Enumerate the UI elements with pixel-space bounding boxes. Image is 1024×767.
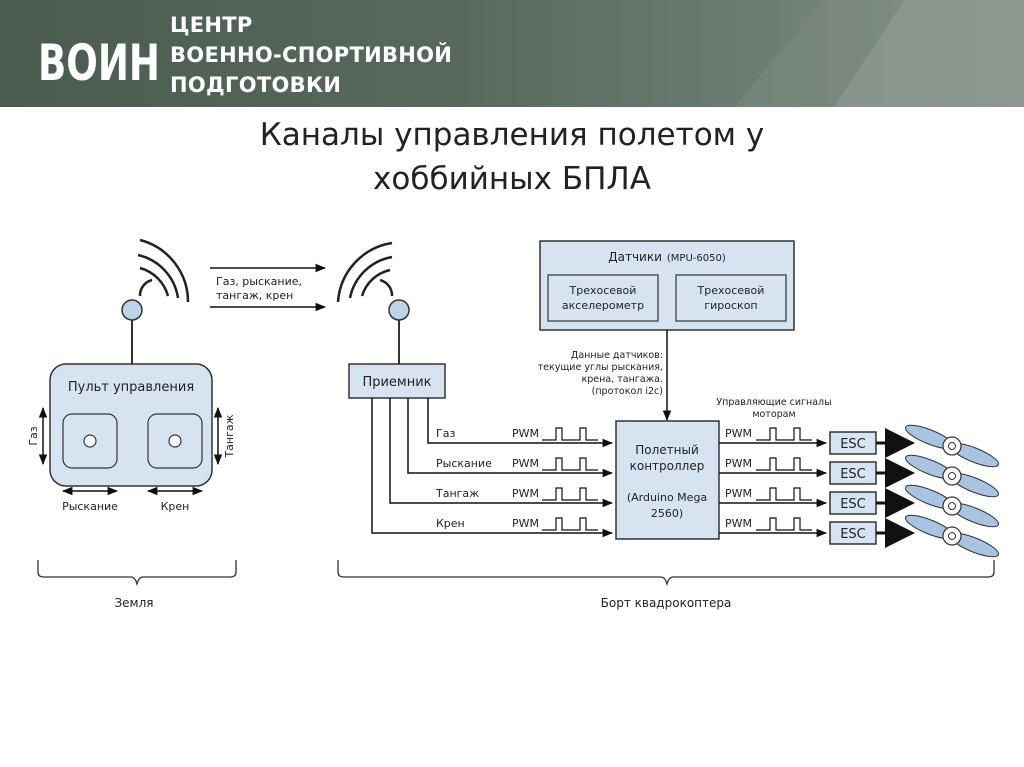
remote-antenna [121, 299, 143, 364]
roll-axis-label: Крен [161, 500, 190, 513]
propeller-3-icon [904, 484, 1000, 528]
esc-2-label: ESC [840, 467, 866, 482]
org-line-3: ПОДГОТОВКИ [170, 73, 342, 97]
sensors-title-sub: (MPU-6050) [667, 253, 726, 264]
gyroscope-box [675, 274, 787, 322]
org-line-2: ВОЕННО-СПОРТИВНОЙ [170, 43, 453, 67]
pitch-axis-label: Тангаж [223, 414, 236, 458]
controller-sub-1: (Arduino Mega [627, 491, 707, 504]
accelerometer-line-1: Трехосевой [569, 284, 637, 297]
esc-3: ESC [829, 491, 877, 515]
gyroscope-line-2: гироскоп [704, 299, 757, 312]
pwm-out-label-1: PWM [725, 427, 752, 440]
esc-4-label: ESC [840, 527, 866, 542]
pwm-out-label-4: PWM [725, 517, 752, 530]
left-stick [83, 434, 97, 448]
sensor-note-3: крена, тангажа. [582, 374, 663, 385]
slide-title-line-2: хоббийных БПЛА [373, 161, 651, 197]
output-wires [719, 438, 828, 538]
remote-title: Пульт управления [68, 380, 194, 395]
channel-label-yaw: Рыскание [436, 457, 492, 470]
ground-bracket [37, 560, 237, 587]
esc-1-label: ESC [840, 437, 866, 452]
onboard-bracket [337, 560, 995, 587]
receiver-label: Приемник [362, 375, 431, 390]
motor-signals-line-1: Управляющие сигналы [716, 397, 831, 408]
sensors-title-main: Датчики [608, 250, 662, 264]
ground-label: Земля [114, 596, 153, 610]
pwm-in-label-4: PWM [512, 517, 539, 530]
esc-3-label: ESC [840, 497, 866, 512]
logo: ВОИН [38, 34, 160, 92]
gyroscope-line-1: Трехосевой [697, 284, 765, 297]
pwm-in-label-1: PWM [512, 427, 539, 440]
onboard-label: Борт квадрокоптера [601, 596, 732, 610]
sensors-title: Датчики (MPU-6050) [608, 250, 726, 264]
pwm-in-label-3: PWM [512, 487, 539, 500]
logo-text: ВОИН [38, 34, 160, 92]
throttle-axis-label: Газ [27, 426, 40, 445]
accelerometer-line-2: акселерометр [562, 299, 644, 312]
propeller-1-icon [904, 424, 1000, 468]
radio-link-label-1: Газ, рыскание, [216, 275, 302, 288]
banner-texture [734, 0, 1024, 107]
receiver-box [348, 363, 446, 399]
org-line-1: ЦЕНТР [170, 13, 253, 37]
right-stick [168, 434, 182, 448]
pwm-out-pulses [756, 427, 812, 531]
propeller-4-icon [904, 514, 1000, 558]
esc-2: ESC [829, 461, 877, 485]
esc-1: ESC [829, 431, 877, 455]
esc-4: ESC [829, 521, 877, 545]
radio-link-label-2: тангаж, крен [216, 289, 293, 302]
pwm-in-pulses [542, 427, 598, 531]
yaw-axis-label: Рыскание [62, 500, 118, 513]
sensor-note-4: (протокол i2c) [592, 386, 663, 397]
pwm-in-label-2: PWM [512, 457, 539, 470]
channel-label-roll: Крен [436, 517, 465, 530]
sensor-note-1: Данные датчиков: [571, 350, 663, 361]
header-banner: ВОИН ЦЕНТР ВОЕННО-СПОРТИВНОЙ ПОДГОТОВКИ [0, 0, 1024, 107]
sensor-note-2: текущие углы рыскания, [538, 362, 663, 373]
controller-line-1: Полетный [635, 443, 699, 457]
controller-sub-2: 2560) [651, 507, 683, 520]
propeller-2-icon [904, 454, 1000, 498]
receiver-waves [336, 241, 394, 303]
esc-motor-arrows [876, 428, 915, 548]
channel-wires [371, 398, 614, 538]
accelerometer-box [547, 274, 659, 322]
channel-label-pitch: Тангаж [435, 487, 479, 500]
slide-title-line-1: Каналы управления полетом у [259, 117, 765, 153]
channel-label-throttle: Газ [436, 427, 455, 440]
motor-signals-line-2: моторам [752, 409, 795, 420]
pwm-out-label-3: PWM [725, 487, 752, 500]
flight-controller-box [615, 420, 720, 540]
receiver-antenna [388, 299, 410, 364]
remote-waves [137, 238, 190, 303]
slide-title: Каналы управления полетом у хоббийных БП… [0, 113, 1024, 201]
controller-line-2: контроллер [630, 459, 705, 473]
pwm-out-label-2: PWM [725, 457, 752, 470]
